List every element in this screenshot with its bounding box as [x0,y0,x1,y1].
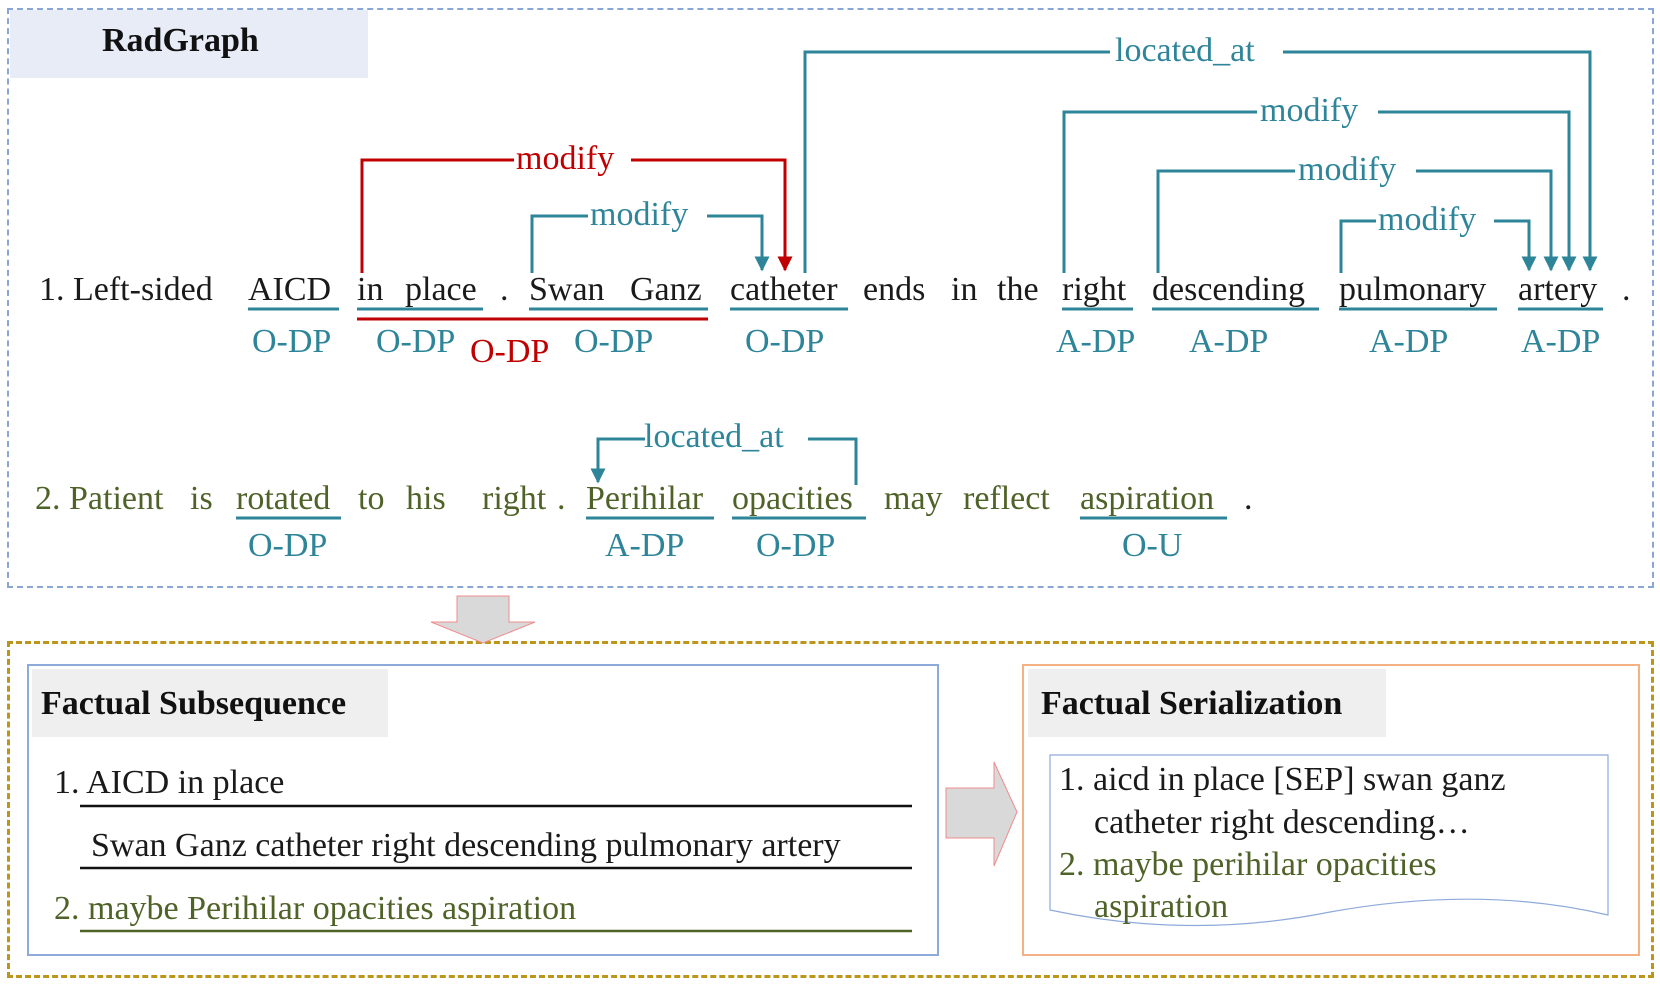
entity-label: A-DP [1369,323,1449,360]
token: is [190,480,213,517]
token: ends [863,271,926,308]
entity-label-red: O-DP [470,333,550,370]
serialization-document [1049,754,1609,927]
token: opacities [732,480,853,517]
token: to [358,480,385,517]
radgraph-header [10,10,368,78]
token: catheter [730,271,838,308]
relation-label: modify [1298,151,1397,188]
entity-label: O-DP [376,323,456,360]
token: pulmonary [1339,271,1487,308]
relation-modify-red [360,158,793,273]
token: aspiration [1080,480,1215,517]
token: . [1244,480,1253,517]
token: place [405,271,477,308]
token: . [500,271,509,308]
token: may [884,480,943,517]
token: rotated [236,480,331,517]
token: . [1622,271,1631,308]
entity-label: O-DP [248,527,328,564]
factual-subsequence-title: Factual Subsequence [41,685,347,722]
relation-label: modify [1378,201,1477,238]
entity-label: A-DP [1056,323,1136,360]
factual-serialization-box [1022,664,1640,956]
token: right [482,480,547,517]
relation-modify-swan-ganz [530,214,770,273]
token: Swan [529,271,605,308]
serialization-line-3: 2. maybe perihilar opacities [1059,846,1437,883]
radgraph-title: RadGraph [102,22,259,59]
down-arrow-icon [430,595,536,644]
token: Perihilar [586,480,704,517]
subsequence-line-3: 2. maybe Perihilar opacities aspiration [54,890,577,927]
entity-label: O-DP [252,323,332,360]
subsequence-line-1: 1. AICD in place [54,764,285,801]
subsequence-line-2: Swan Ganz catheter right descending pulm… [91,827,841,864]
relation-label: located_at [644,418,784,455]
relation-modify-pulmonary [1339,219,1537,273]
radgraph-panel [7,8,1654,588]
relation-located-at-2 [590,437,858,485]
entity-label: O-DP [574,323,654,360]
entity-label: A-DP [605,527,685,564]
factual-serialization-header [1028,669,1386,737]
subsequence-underlines [80,804,912,933]
entity-label: O-U [1122,527,1183,564]
relation-label: modify [590,196,689,233]
token: in [357,271,384,308]
sentence2-prefix: 2. Patient [35,480,164,517]
token: descending [1152,271,1305,308]
token: reflect [963,480,1050,517]
serialization-line-1: 1. aicd in place [SEP] swan ganz [1059,761,1506,798]
serialization-line-4: aspiration [1094,888,1229,925]
token: . [557,480,566,517]
entity-label: O-DP [756,527,836,564]
token: Ganz [630,271,702,308]
token: the [997,271,1039,308]
token: his [406,480,446,517]
token: artery [1518,271,1598,308]
entity-label: O-DP [745,323,825,360]
relation-label: modify [1260,92,1359,129]
token: in [951,271,978,308]
entity-label: A-DP [1189,323,1269,360]
factual-panel [7,641,1654,978]
token: AICD [248,271,332,308]
token: right [1062,271,1127,308]
relation-modify-descending [1156,169,1559,273]
relation-located-at-1 [803,50,1598,273]
entity-label: A-DP [1521,323,1601,360]
factual-serialization-title: Factual Serialization [1041,685,1343,722]
relation-label: located_at [1115,32,1255,69]
relation-modify-right [1062,110,1577,273]
factual-subsequence-box [27,664,939,956]
factual-subsequence-header [32,669,388,737]
serialization-line-2: catheter right descending… [1094,804,1470,841]
relation-label: modify [516,140,615,177]
right-arrow-icon [945,761,1018,867]
sentence1-prefix: 1. Left-sided [39,271,213,308]
